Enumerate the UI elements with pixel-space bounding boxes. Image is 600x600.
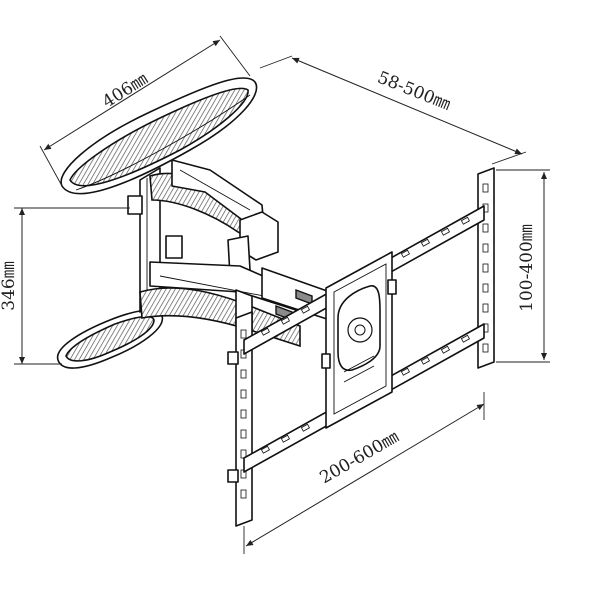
- plate-height-label: 346㎜: [0, 261, 19, 310]
- dimension-vesa-horizontal: 200-600㎜: [243, 392, 485, 554]
- left-rail-slots: [240, 329, 247, 499]
- dimension-arm-extension: 58-500㎜: [259, 55, 527, 165]
- vesa-vertical-label: 100-400㎜: [517, 224, 537, 312]
- vesa-horizontal-label: 200-600㎜: [317, 427, 403, 488]
- dimension-vesa-vertical: 100-400㎜: [496, 169, 550, 363]
- upper-bar-slots: [260, 216, 471, 336]
- plate-width-label: 406㎜: [99, 69, 152, 112]
- arm-extension-label: 58-500㎜: [375, 68, 454, 115]
- dimension-plate-height: 346㎜: [0, 207, 130, 365]
- right-rail-slots: [482, 183, 489, 353]
